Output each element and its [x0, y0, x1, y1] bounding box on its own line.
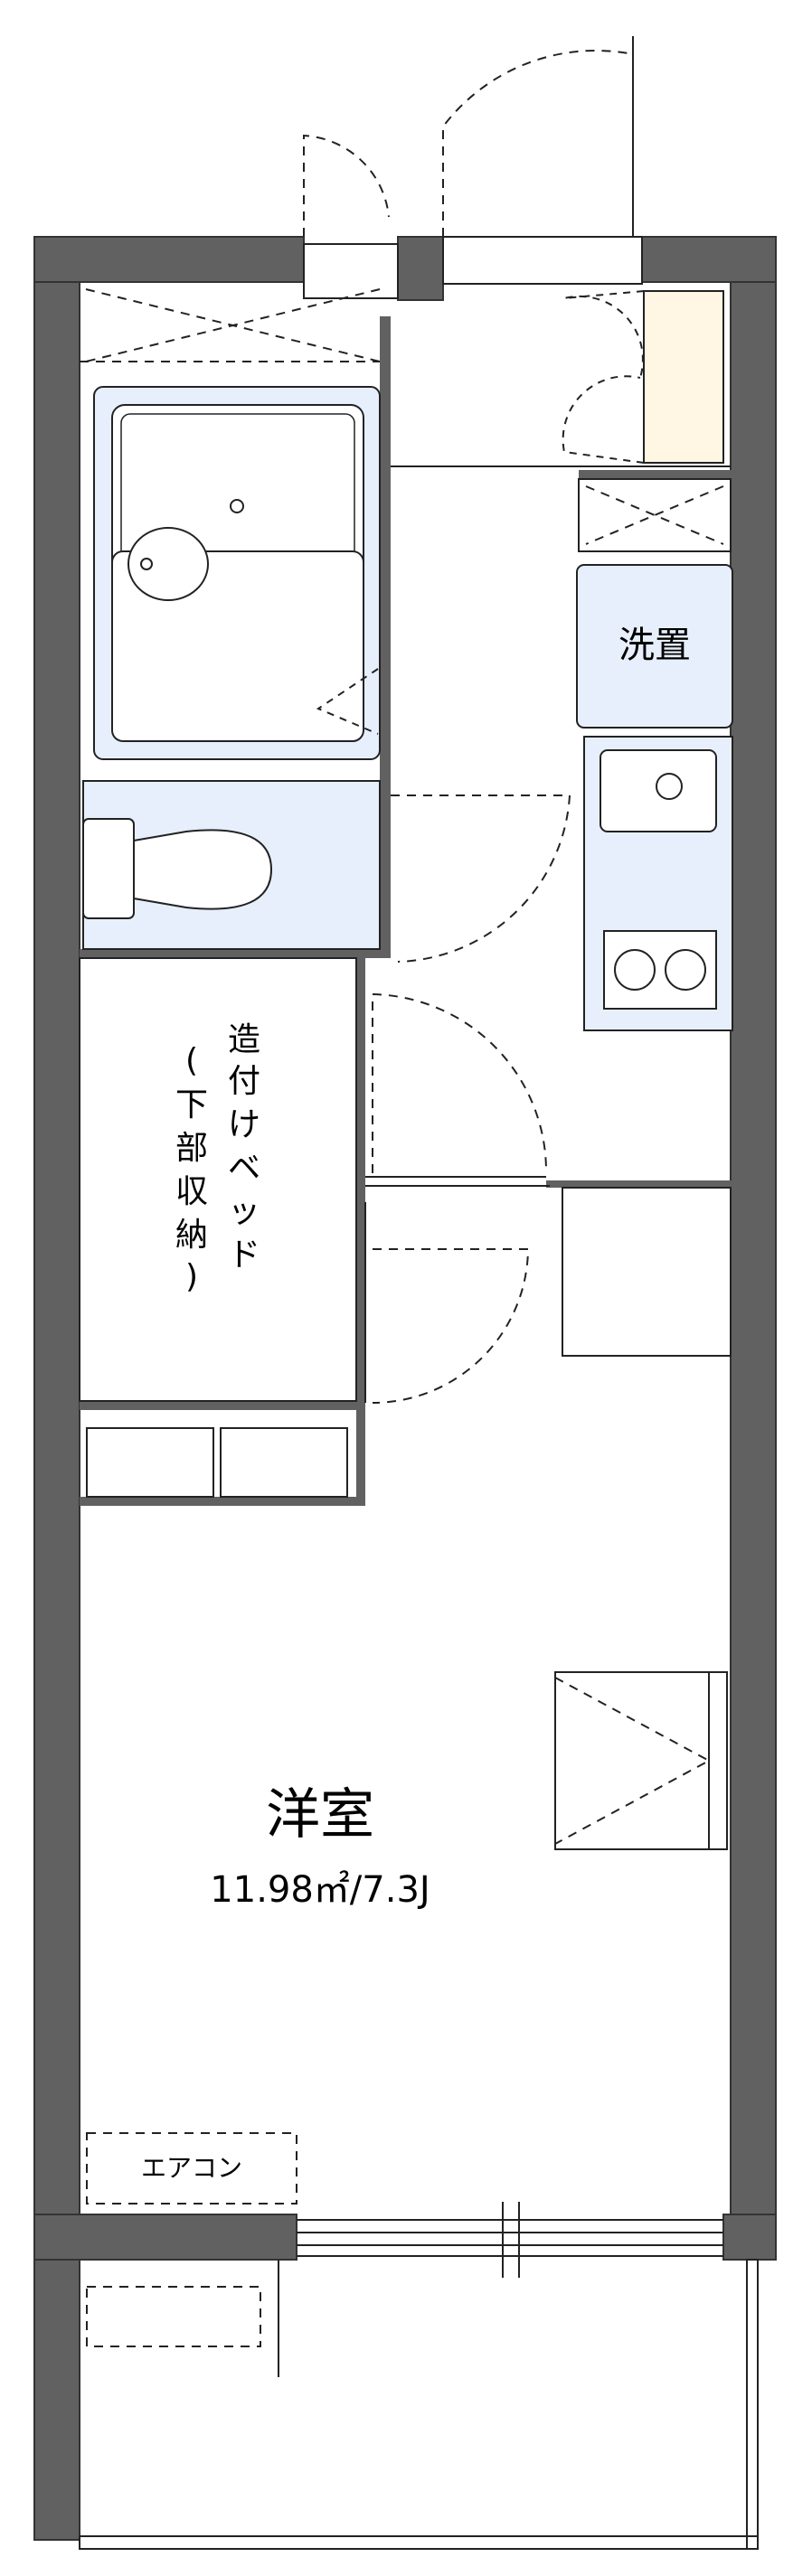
side-door-swing [303, 134, 390, 237]
outdoor-unit [86, 2286, 261, 2347]
bed-label-left-2: 下 [175, 1086, 208, 1123]
closet-door-left [86, 1427, 214, 1498]
thin-lines [365, 465, 731, 1187]
bed-label-left-5: 納 [175, 1217, 208, 1254]
tv-unit-edge [708, 1671, 728, 1850]
sink-drain [656, 773, 683, 800]
aircon-label: エアコン [141, 2153, 242, 2183]
toilet-bowl [133, 829, 273, 910]
main-room-name: 洋室 [266, 1783, 374, 1847]
tv-unit [554, 1671, 728, 1850]
closet-door-swing [372, 992, 547, 1173]
entry-storage [578, 478, 732, 552]
aircon: エアコン [86, 2132, 297, 2205]
storage-cross [585, 485, 724, 545]
bed-label-right-3: け [228, 1106, 260, 1143]
bed-partition-right [356, 958, 365, 1401]
bed-label-left-4: 収 [175, 1173, 208, 1210]
bed-label-left-1: ( [185, 1042, 198, 1079]
bottom-wall-left [33, 2214, 297, 2261]
tub-drain [230, 499, 244, 513]
hall-doors [364, 992, 547, 1404]
aircon-box [86, 2132, 297, 2205]
storage-box [578, 478, 732, 552]
balcony-railing-bottom [79, 2535, 759, 2550]
bed-label-right-5: ッ [228, 1193, 260, 1230]
wash-label: 洗置 [618, 625, 691, 666]
entrance [303, 36, 643, 299]
basin-drain [140, 558, 153, 570]
top-wall-left [33, 236, 305, 283]
main-room-size: 11.98㎡/7.3J [210, 1869, 430, 1911]
closet-right-partition [356, 1410, 365, 1506]
bath-basin [127, 527, 209, 601]
entry-door-swing [442, 50, 634, 237]
shoe-box-cabinet [643, 290, 724, 464]
balcony-window [297, 2202, 723, 2278]
toilet-door-swing [391, 794, 571, 963]
shoe-box [562, 290, 724, 464]
shoe-box-frame-wall [579, 470, 732, 479]
top-wall-mid [397, 236, 444, 301]
interior-walls [80, 316, 732, 1506]
bed-bottom-partition [80, 1401, 365, 1410]
bath-partition [380, 316, 391, 956]
balcony [79, 2259, 759, 2550]
bottom-wall-right [722, 2214, 777, 2261]
built-in-bed: 造 付 け ベ ッ ド ( 下 部 収 納 ) [79, 957, 357, 1402]
bath-ceiling-cross [85, 288, 381, 362]
burner-left [614, 949, 656, 991]
exterior-walls [33, 236, 777, 2541]
top-wall-right [641, 236, 777, 283]
bed-label-left-6: ) [185, 1258, 198, 1295]
fridge-space [562, 1187, 732, 1357]
bed-label-right-1: 造 [228, 1021, 260, 1058]
bed-label-right-6: ド [228, 1236, 260, 1274]
wash-box [576, 564, 733, 729]
tv-unit-box [554, 1671, 728, 1850]
bed-label-right-2: 付 [228, 1063, 260, 1100]
kitchen [583, 736, 733, 1031]
bed-label-left-3: 部 [175, 1130, 208, 1167]
wash-space: 洗置 [576, 564, 733, 729]
entrance-frame [303, 243, 399, 299]
balcony-railing-right [746, 2259, 759, 2550]
burner-right [665, 949, 706, 991]
toilet-room [82, 780, 571, 963]
bed-label-right-4: ベ [228, 1150, 260, 1187]
toilet-bed-partition [80, 949, 391, 958]
bed-frame [79, 957, 357, 1402]
entry-door-frame [442, 236, 643, 285]
closet-partition [80, 1497, 365, 1506]
left-wall [33, 236, 80, 2541]
right-wall [730, 236, 777, 2261]
closet-door-right [220, 1427, 348, 1498]
shoe-box-door-swings [562, 290, 645, 464]
bath-door-swing [316, 668, 379, 735]
toilet-tank [82, 818, 135, 919]
kitchen-partition [546, 1180, 732, 1188]
room-door-swing [372, 1248, 530, 1404]
closet [86, 1427, 348, 1498]
bathroom [80, 288, 381, 760]
